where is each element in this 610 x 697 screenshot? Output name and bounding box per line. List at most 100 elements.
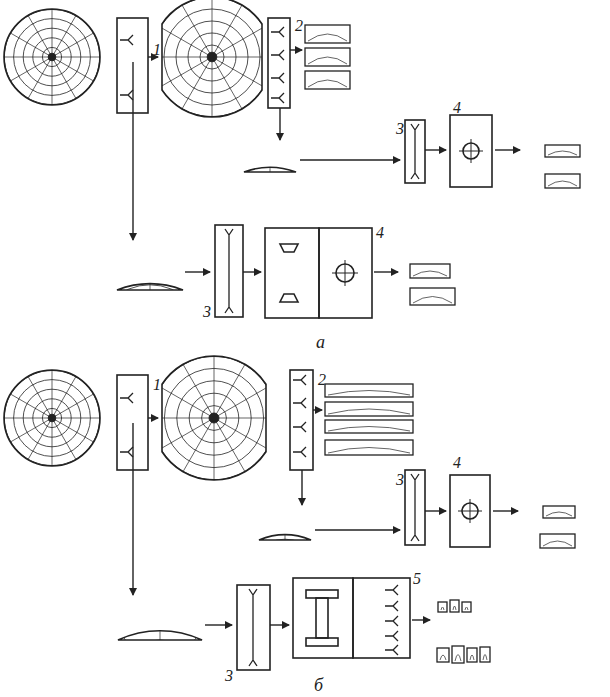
stroke xyxy=(160,613,210,697)
grain xyxy=(440,655,446,660)
stroke xyxy=(160,600,161,697)
saw-symbol xyxy=(293,398,306,408)
stroke xyxy=(4,418,52,419)
stroke xyxy=(214,418,245,472)
stroke xyxy=(152,692,168,697)
stroke xyxy=(160,650,247,697)
stroke xyxy=(104,260,150,340)
callout-number: 3 xyxy=(203,304,211,320)
saw-symbol xyxy=(385,631,398,641)
log-outline xyxy=(259,535,311,540)
stroke xyxy=(214,356,215,418)
grain xyxy=(465,607,468,610)
log xyxy=(4,370,100,466)
saw-symbol xyxy=(120,393,133,403)
saw-symbol xyxy=(120,90,133,100)
saw-symbol xyxy=(293,422,306,432)
callout-number: 4 xyxy=(453,100,461,116)
board xyxy=(467,648,477,662)
stroke xyxy=(52,418,94,442)
stroke xyxy=(285,580,344,614)
grain xyxy=(441,607,444,610)
stroke xyxy=(183,418,214,472)
stroke xyxy=(70,294,150,340)
stroke xyxy=(212,0,213,57)
grain xyxy=(328,427,410,432)
saw-symbol xyxy=(271,73,284,83)
stroke xyxy=(205,188,270,226)
band-saw-symbol xyxy=(411,474,419,541)
band-saw-symbol xyxy=(225,229,233,313)
stroke xyxy=(270,225,271,300)
grain xyxy=(455,655,461,662)
grain xyxy=(308,80,347,87)
grain xyxy=(548,151,577,155)
saw-symbol xyxy=(271,50,284,60)
stroke xyxy=(52,418,53,466)
stroke xyxy=(152,0,272,117)
stroke xyxy=(160,27,212,57)
board xyxy=(543,506,575,518)
stroke xyxy=(52,394,94,418)
stroke xyxy=(52,57,94,81)
log xyxy=(4,9,100,105)
grain xyxy=(548,181,577,186)
callout-number: 3 xyxy=(396,472,404,488)
grain xyxy=(470,655,474,660)
stroke xyxy=(152,356,276,480)
stroke xyxy=(143,333,158,348)
stroke xyxy=(95,285,205,395)
stroke xyxy=(110,613,160,697)
stroke xyxy=(73,650,160,697)
log-outline xyxy=(162,356,266,480)
grain xyxy=(328,448,410,454)
board xyxy=(410,264,450,278)
stroke xyxy=(251,580,285,639)
stroke xyxy=(52,15,76,57)
board xyxy=(305,48,350,66)
stroke xyxy=(113,303,187,377)
stroke xyxy=(4,57,52,58)
stroke xyxy=(231,526,340,635)
stroke xyxy=(10,418,52,442)
log xyxy=(60,600,260,697)
stroke xyxy=(217,580,285,581)
saw-symbol xyxy=(120,35,133,45)
stroke xyxy=(140,680,180,697)
stroke xyxy=(214,387,268,418)
stroke xyxy=(212,57,264,87)
stroke xyxy=(4,9,100,105)
stroke xyxy=(226,546,285,580)
log-outline xyxy=(244,167,296,172)
stroke xyxy=(255,210,285,240)
saw-symbol xyxy=(385,616,398,626)
grain xyxy=(483,655,487,661)
stroke xyxy=(270,188,335,226)
grain xyxy=(546,512,572,516)
stroke xyxy=(80,620,240,697)
stroke xyxy=(212,5,242,57)
log xyxy=(152,356,276,480)
board xyxy=(540,534,575,548)
stroke xyxy=(214,418,268,449)
figure-caption: б xyxy=(314,676,323,694)
stroke xyxy=(52,370,53,418)
grain xyxy=(413,271,447,276)
log-outline xyxy=(118,631,202,640)
stroke xyxy=(52,57,100,58)
stroke xyxy=(150,340,242,341)
stroke xyxy=(70,340,150,386)
stroke xyxy=(258,553,312,607)
board xyxy=(325,402,413,416)
grain xyxy=(328,391,410,396)
log-cross-sections xyxy=(4,0,353,697)
stroke xyxy=(4,370,100,466)
callout-number: 2 xyxy=(318,372,326,388)
stroke xyxy=(214,418,215,480)
stroke xyxy=(270,225,335,263)
stroke xyxy=(240,195,300,255)
stroke xyxy=(52,57,53,105)
callout-number: 4 xyxy=(376,225,384,241)
